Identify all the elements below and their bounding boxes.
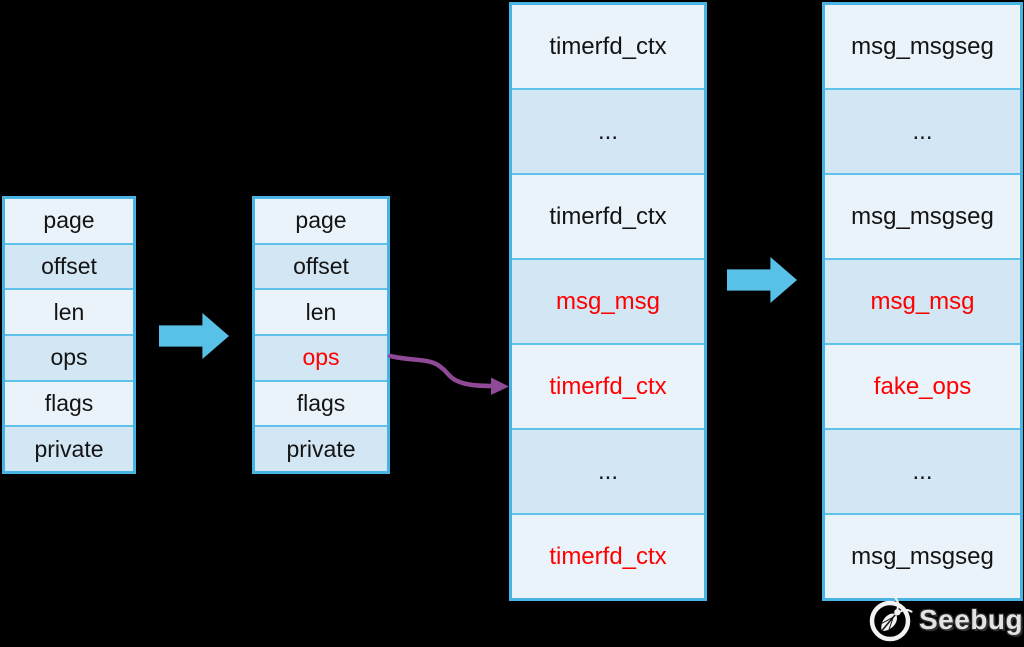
table-cell-highlight: ops (255, 334, 387, 380)
table-cell: ... (512, 88, 704, 173)
table-cell-highlight: msg_msg (825, 258, 1020, 343)
curved-arrow-icon (387, 353, 509, 395)
struct-table-timerfd-spray: timerfd_ctx ... timerfd_ctx msg_msg time… (509, 2, 707, 601)
seebug-logo: Seebug (866, 596, 1023, 644)
table-cell: offset (255, 242, 387, 289)
table-cell: timerfd_ctx (512, 5, 704, 88)
table-cell: ops (5, 334, 133, 380)
table-cell-highlight: msg_msg (512, 258, 704, 343)
table-cell: ... (512, 428, 704, 513)
table-cell: ... (825, 88, 1020, 173)
table-cell-highlight: timerfd_ctx (512, 513, 704, 598)
bug-icon (869, 597, 913, 642)
table-cell: flags (255, 379, 387, 426)
table-cell: page (5, 199, 133, 243)
arrow-right-icon (727, 257, 797, 303)
table-cell: private (255, 425, 387, 472)
table-cell-highlight: timerfd_ctx (512, 343, 704, 428)
arrow-right-icon (159, 313, 229, 359)
struct-table-msgseg-spray: msg_msgseg ... msg_msgseg msg_msg fake_o… (822, 2, 1023, 601)
table-cell: timerfd_ctx (512, 173, 704, 258)
table-cell: len (255, 288, 387, 335)
table-cell: flags (5, 379, 133, 426)
table-cell: msg_msgseg (825, 173, 1020, 258)
table-cell: msg_msgseg (825, 513, 1020, 598)
table-cell: len (5, 288, 133, 335)
brand-text: Seebug (919, 604, 1024, 635)
struct-table-pipe-buffer-corrupted: page offset len ops flags private (252, 196, 390, 474)
table-cell-highlight: fake_ops (825, 343, 1020, 428)
table-cell: offset (5, 242, 133, 289)
table-cell: page (255, 199, 387, 243)
table-cell: msg_msgseg (825, 5, 1020, 88)
struct-table-pipe-buffer: page offset len ops flags private (2, 196, 136, 474)
table-cell: private (5, 425, 133, 472)
table-cell: ... (825, 428, 1020, 513)
